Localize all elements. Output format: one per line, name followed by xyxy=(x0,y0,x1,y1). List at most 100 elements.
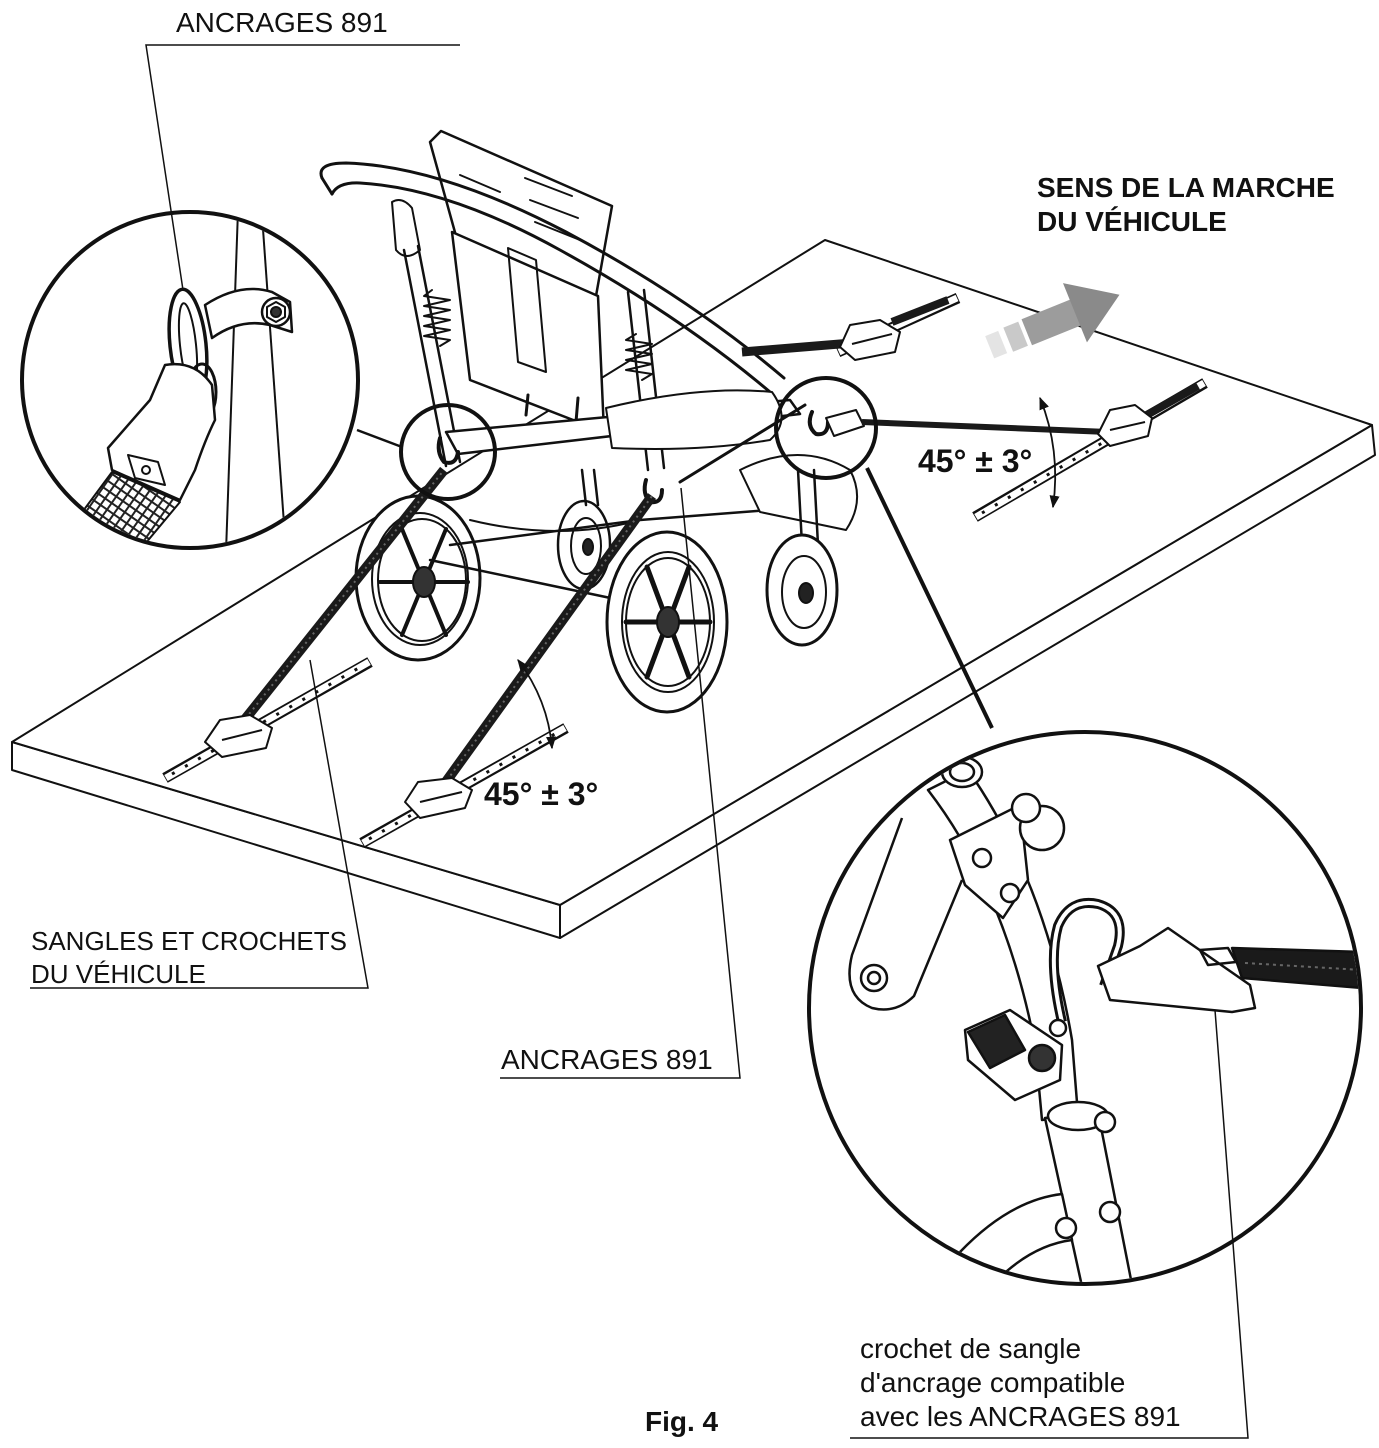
anchor-detail-circle xyxy=(20,210,360,550)
wheel-hub xyxy=(656,606,680,638)
floor-anchor-rear-right xyxy=(1097,404,1153,447)
headrest-slot xyxy=(459,174,501,193)
angle-front-label: 45° ± 3° xyxy=(484,776,599,812)
plate-bolt xyxy=(971,847,993,869)
leader-hook xyxy=(850,1009,1249,1439)
bracket-bolt-center xyxy=(866,970,882,986)
hook-detail-content xyxy=(848,755,1359,1282)
hook-detail-circle xyxy=(807,730,1363,1286)
arrow-trail-mid xyxy=(1003,321,1028,352)
suspension-spring-right xyxy=(625,333,653,381)
frame-bracket xyxy=(848,817,964,1011)
zoom-connector-right xyxy=(865,467,994,729)
clamp-block xyxy=(966,1013,1027,1070)
hook-label: crochet de sangle d'ancrage compatible a… xyxy=(860,1332,1181,1434)
zoom-marker-front xyxy=(399,403,497,501)
clamp-nut-hex xyxy=(266,301,286,323)
hook-label-line-1: crochet de sangle xyxy=(860,1333,1082,1364)
anchors-bottom-label: ANCRAGES 891 xyxy=(501,1044,713,1075)
arrow-up-right-icon xyxy=(985,283,1120,359)
vehicle-straps xyxy=(234,338,1109,793)
strap-front-left-weave xyxy=(237,469,445,729)
clamp-screw xyxy=(1048,1018,1068,1038)
axle-bar xyxy=(428,558,622,602)
push-handle xyxy=(319,161,786,380)
joint-bolt xyxy=(1054,1216,1078,1240)
floor-anchor-edge xyxy=(221,729,263,741)
hook-label-line-2: d'ancrage compatible xyxy=(860,1367,1126,1398)
strap-hook-rivet xyxy=(141,465,151,475)
frame-diagonal-bar xyxy=(678,403,807,484)
adjust-knob-cap xyxy=(1010,792,1042,824)
straps-label-line-2: DU VÉHICULE xyxy=(31,959,206,989)
vehicle-strap-weave xyxy=(1244,962,1359,971)
arrow-trail-light xyxy=(985,330,1008,359)
wheel-spoke xyxy=(670,564,692,613)
wheel-spoke xyxy=(427,592,448,637)
joint-bolt xyxy=(1093,1110,1117,1134)
strap-rear-left xyxy=(741,338,853,357)
clamp-bolt xyxy=(1027,1043,1057,1073)
wheel-rim xyxy=(371,512,469,646)
caster-rim xyxy=(781,555,827,629)
anchor-detail-zoom xyxy=(20,210,360,550)
strap-hook-slot xyxy=(127,454,166,486)
floor-anchor-fittings xyxy=(204,319,1153,819)
chair-anchor-plate-rear xyxy=(825,409,865,437)
front-caster-near xyxy=(765,533,839,647)
figure-label: Fig. 4 xyxy=(645,1406,719,1437)
direction-label-line-2: DU VÉHICULE xyxy=(1037,206,1227,237)
wheel-spoke xyxy=(427,527,448,572)
wheel-spoke xyxy=(644,564,666,613)
rear-wheel-far xyxy=(354,494,482,662)
front-caster-far xyxy=(556,499,612,591)
hook-label-line-3: avec les ANCRAGES 891 xyxy=(860,1401,1181,1432)
wheelchair xyxy=(319,129,865,714)
strap-hook-plate xyxy=(1096,926,1257,1014)
push-handle-inner xyxy=(330,181,772,394)
chair-anchor-hook-front xyxy=(436,436,460,465)
straps-label: SANGLES ET CROCHETS DU VÉHICULE xyxy=(31,925,347,991)
strap-tail-rear-right xyxy=(1143,382,1200,420)
bracket-bolt xyxy=(859,963,889,993)
angle-arc-front xyxy=(517,658,557,750)
caster-fork-far xyxy=(580,468,600,507)
frame-tube-edge xyxy=(225,214,239,546)
backrest-bolt xyxy=(574,396,580,424)
leader-lines xyxy=(30,44,1249,1439)
strap-hook-plate xyxy=(106,362,217,502)
floor-anchor-edge xyxy=(419,791,463,803)
straps-label-line-1: SANGLES ET CROCHETS xyxy=(31,926,347,956)
caster-hub xyxy=(582,538,594,556)
strap-tail-rear-left xyxy=(890,296,950,326)
direction-label-line-1: SENS DE LA MARCHE xyxy=(1037,172,1335,203)
rear-wheel-near xyxy=(605,530,729,714)
zoom-marker-rear xyxy=(774,376,878,480)
headrest-slot xyxy=(529,199,579,219)
backrest-bolt xyxy=(524,393,530,417)
leader-straps xyxy=(30,659,369,989)
anchor-loop-891-inner xyxy=(1051,901,1122,1023)
zoom-connector-left xyxy=(356,428,403,449)
suspension-spring-left xyxy=(423,289,451,347)
frame-upright-left-inner xyxy=(416,244,462,464)
hook-detail-zoom xyxy=(807,730,1363,1286)
lower-frame-curve xyxy=(469,519,641,532)
backrest-slot xyxy=(507,247,547,373)
leader-anchors-top xyxy=(145,44,460,291)
strap-front-center-weave xyxy=(439,495,653,791)
angle-arc-rear xyxy=(1039,396,1060,509)
wheel-rim xyxy=(621,551,715,693)
headrest-slot xyxy=(524,177,573,197)
direction-label: SENS DE LA MARCHE DU VÉHICULE xyxy=(1037,171,1335,239)
caster-hub xyxy=(798,582,814,604)
leader-anchors-bottom xyxy=(500,487,741,1079)
floor-anchor-edge xyxy=(851,333,893,345)
chair-anchor-hook-rear xyxy=(807,410,830,437)
caster-rim xyxy=(570,517,602,575)
wheel-spoke xyxy=(670,631,692,680)
wheel-spoke xyxy=(644,631,666,680)
joint-bolt xyxy=(1098,1200,1122,1224)
